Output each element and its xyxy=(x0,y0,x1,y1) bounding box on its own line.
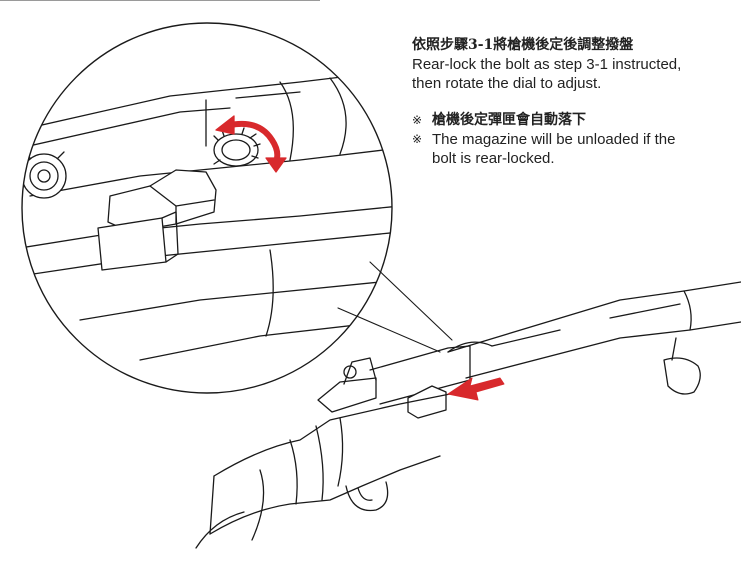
leader-lines xyxy=(337,261,453,353)
instruction-en-line2: then rotate the dial to adjust. xyxy=(412,75,602,92)
note-en-line1: The magazine will be unloaded if the xyxy=(432,131,676,148)
note-en-mark: ※ xyxy=(412,132,423,146)
hop-up-dial xyxy=(213,127,261,167)
instruction-en-line1: Rear-lock the bolt as step 3-1 instructe… xyxy=(412,56,682,73)
top-divider xyxy=(0,0,320,1)
note-zh-mark: ※ xyxy=(412,113,423,127)
rotate-dial-arrow xyxy=(215,115,287,173)
bolt-handle xyxy=(97,169,217,271)
magnified-detail xyxy=(21,22,393,394)
note-en: ※ The magazine will be unloaded if the xyxy=(412,130,741,149)
rifle-drawing xyxy=(195,281,741,549)
push-bolt-arrow xyxy=(447,377,505,401)
note-en-line2: bolt is rear-locked. xyxy=(432,150,555,167)
instruction-text: 依照步驟3-1將槍機後定後調整撥盤 Rear-lock the bolt as … xyxy=(412,36,741,168)
note-zh-text: 槍機後定彈匣會自動落下 xyxy=(432,112,586,128)
note-zh: ※ 槍機後定彈匣會自動落下 xyxy=(412,111,741,130)
instruction-zh: 依照步驟3-1將槍機後定後調整撥盤 xyxy=(412,37,634,53)
